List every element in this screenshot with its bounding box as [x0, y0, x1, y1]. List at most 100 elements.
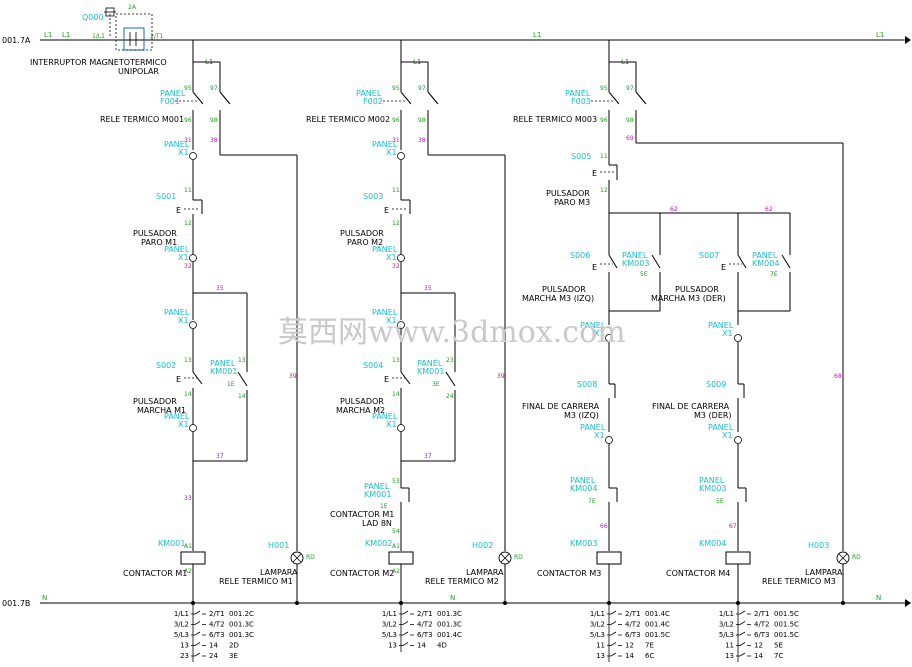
c1-relay-title: RELE TERMICO M001	[100, 115, 184, 124]
c2-wire-39: 39	[497, 373, 505, 380]
c2-panel-x3-tag: X1	[386, 316, 397, 325]
c3l-terminal-1-icon	[605, 334, 613, 342]
c1-panel-x4-tag: X1	[178, 420, 189, 429]
c1-relay-pin-96: 96	[184, 117, 192, 124]
contact-term-a: 5/L3	[382, 631, 397, 639]
c2-relay-title: RELE TERMICO M002	[306, 115, 390, 124]
c2-panel-x3: PANEL	[372, 308, 398, 317]
c3-stop-title-1: PULSADOR	[546, 189, 590, 198]
c2-panel-x4-tag: X1	[386, 420, 397, 429]
c2-coil-pin-a1: A1	[392, 543, 400, 550]
c3-wire-68: 68	[834, 373, 842, 380]
c2-relay-panel: PANEL	[356, 89, 382, 98]
contact-symbol-icon	[607, 652, 622, 657]
breaker-q000: Q000 2A 1/L1 2/T1 INTERRUPTOR MAGNETOTER…	[30, 4, 167, 76]
c1-panel-x2: PANEL	[164, 245, 190, 254]
c1-relay-pin-97: 97	[210, 85, 218, 92]
c1-wire-32: 32	[184, 263, 192, 270]
c2-interlock-tag: KM001	[364, 490, 391, 499]
c1-stop-e-icon: E	[176, 206, 181, 215]
bottom-rail: 001.7B N N N	[2, 594, 911, 608]
c3r-panel-x2: PANEL	[708, 423, 734, 432]
c3r-panel-x2-tag: X1	[722, 431, 733, 440]
top-rail-ref: 001.7A	[2, 36, 31, 45]
c2-panel-x4: PANEL	[372, 412, 398, 421]
c3l-limit-title-1: FINAL DE CARRERA	[522, 402, 600, 411]
watermark-text: 莫西网www.3dmox.com	[278, 315, 626, 350]
contact-symbol-icon	[607, 642, 622, 646]
contact-term-a: 1/L1	[719, 610, 734, 618]
c1-start-e-icon: E	[176, 375, 181, 384]
c3-relay-panel: PANEL	[565, 89, 591, 98]
contact-term-b: 14	[754, 652, 763, 660]
c2-hold-pin-24: 24	[446, 393, 454, 400]
c2-coil-icon	[388, 551, 414, 565]
c2-hold-panel: PANEL	[417, 359, 443, 368]
contact-term-a: 13	[388, 642, 397, 650]
contact-ref: 4D	[437, 642, 447, 650]
c3r-terminal-1-icon	[734, 334, 742, 342]
contact-symbol-icon	[607, 621, 622, 625]
c2-wire-31: 31	[392, 137, 400, 144]
breaker-title-1: INTERRUPTOR MAGNETOTERMICO	[30, 58, 167, 67]
contact-term-b: 24	[209, 652, 218, 660]
contact-symbol-icon	[736, 621, 751, 625]
contact-ref: 001.3C	[229, 621, 254, 629]
top-rail-l1-right: L1	[876, 31, 884, 39]
c3l-start-e-icon: E	[592, 263, 597, 272]
c1-panel-x3-tag: X1	[178, 316, 189, 325]
contact-symbol-icon	[607, 610, 622, 615]
contact-term-a: 3/L2	[382, 621, 397, 629]
contact-term-b: 6/T3	[209, 631, 225, 639]
c1-panel-x2-tag: X1	[178, 253, 189, 262]
bottom-rail-ref: 001.7B	[2, 599, 30, 608]
c1-wire-33: 33	[184, 495, 192, 502]
c2-stop-title-1: PULSADOR	[340, 229, 384, 238]
c1-terminal-3-icon	[189, 321, 197, 329]
c3-stop-pin-11: 11	[600, 153, 608, 160]
c2-interlock-panel: PANEL	[364, 482, 390, 491]
c1-panel-x-tag: X1	[178, 148, 189, 157]
c3r-limit-title-1: FINAL DE CARRERA	[652, 402, 730, 411]
c1-lamp-title-1: LAMPARA	[260, 568, 298, 577]
contact-term-b: 12	[625, 642, 634, 650]
c1-terminal-4-icon	[189, 424, 197, 432]
c2-interlock-pin-53: 53	[392, 478, 400, 485]
contact-symbol-icon	[191, 642, 206, 646]
breaker-enclosure-icon	[115, 13, 153, 51]
c3l-limit-title-2: M3 (IZQ)	[564, 411, 599, 420]
c3r-inter-panel: PANEL	[699, 476, 725, 485]
contact-term-a: 13	[180, 642, 189, 650]
breaker-rating: 2A	[128, 4, 137, 11]
contact-symbol-icon	[736, 652, 751, 657]
c3r-start-tag: S007	[699, 251, 719, 260]
c3l-panel-x-tag: X1	[594, 329, 605, 338]
circuit-m1: L1 PANEL F001 95 96 97 98 RELE TERMICO M…	[100, 40, 315, 662]
circuit-m3: L1 PANEL F003 95 96 97 98 RELE TERMICO M…	[513, 40, 861, 662]
c3r-start-title-1: PULSADOR	[675, 285, 719, 294]
contact-symbol-icon	[191, 621, 206, 625]
c3-relay-title: RELE TERMICO M003	[513, 115, 597, 124]
contact-term-a: 13	[725, 652, 734, 660]
c2-interlock-sub: LAD 8N	[362, 519, 392, 528]
breaker-body-icon	[123, 27, 145, 51]
c3-stop-tag: S005	[571, 152, 591, 161]
c3r-hold-panel: PANEL	[752, 251, 778, 260]
c3l-hold-ref: 5E	[640, 271, 648, 278]
c1-panel-x4: PANEL	[164, 412, 190, 421]
c3l-hold-panel: PANEL	[622, 251, 648, 260]
c3-relay-pin-97: 97	[626, 85, 634, 92]
c2-terminal-2-icon	[397, 254, 405, 262]
c3l-terminal-2-icon	[605, 436, 613, 444]
c3r-hold-tag: KM004	[752, 259, 779, 268]
c3-lamp-color: RD	[852, 554, 861, 561]
c1-lamp-tag: H001	[268, 541, 289, 550]
contact-symbol-icon	[191, 631, 206, 636]
c2-lamp-color: RD	[514, 554, 523, 561]
contact-ref: 001.4C	[645, 610, 670, 618]
c3r-coil-title: CONTACTOR M4	[666, 569, 730, 578]
c2-lamp-title-2: RELE TERMICO M2	[425, 577, 499, 586]
c2-stop-title-2: PARO M2	[347, 238, 383, 247]
contact-term-b: 6/T3	[625, 631, 641, 639]
breaker-title-2: UNIPOLAR	[118, 67, 159, 76]
